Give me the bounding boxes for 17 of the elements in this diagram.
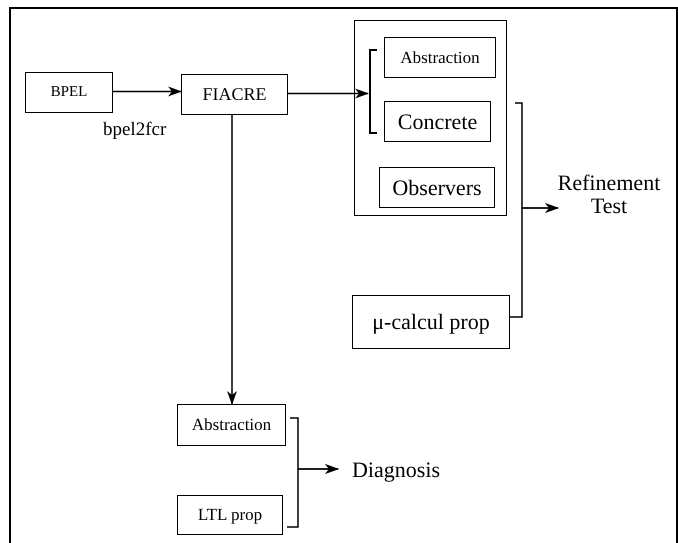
result-text: Diagnosis (338, 452, 454, 488)
process-box: FIACRE (181, 74, 288, 115)
process-box: Observers (379, 167, 495, 208)
edge-label: bpel2fcr (103, 119, 166, 141)
process-box: Concrete (384, 101, 491, 142)
arrow (287, 464, 339, 528)
arrow (227, 115, 237, 405)
process-box: μ-calcul prop (352, 295, 510, 349)
group-box (354, 20, 507, 216)
arrow (288, 88, 369, 98)
arrow (510, 203, 559, 318)
result-text: Refinement Test (542, 166, 676, 222)
process-box: LTL prop (177, 495, 283, 535)
process-box: BPEL (25, 72, 113, 113)
arrow (113, 86, 182, 96)
process-box: Abstraction (177, 404, 286, 446)
process-box: Abstraction (384, 37, 496, 78)
